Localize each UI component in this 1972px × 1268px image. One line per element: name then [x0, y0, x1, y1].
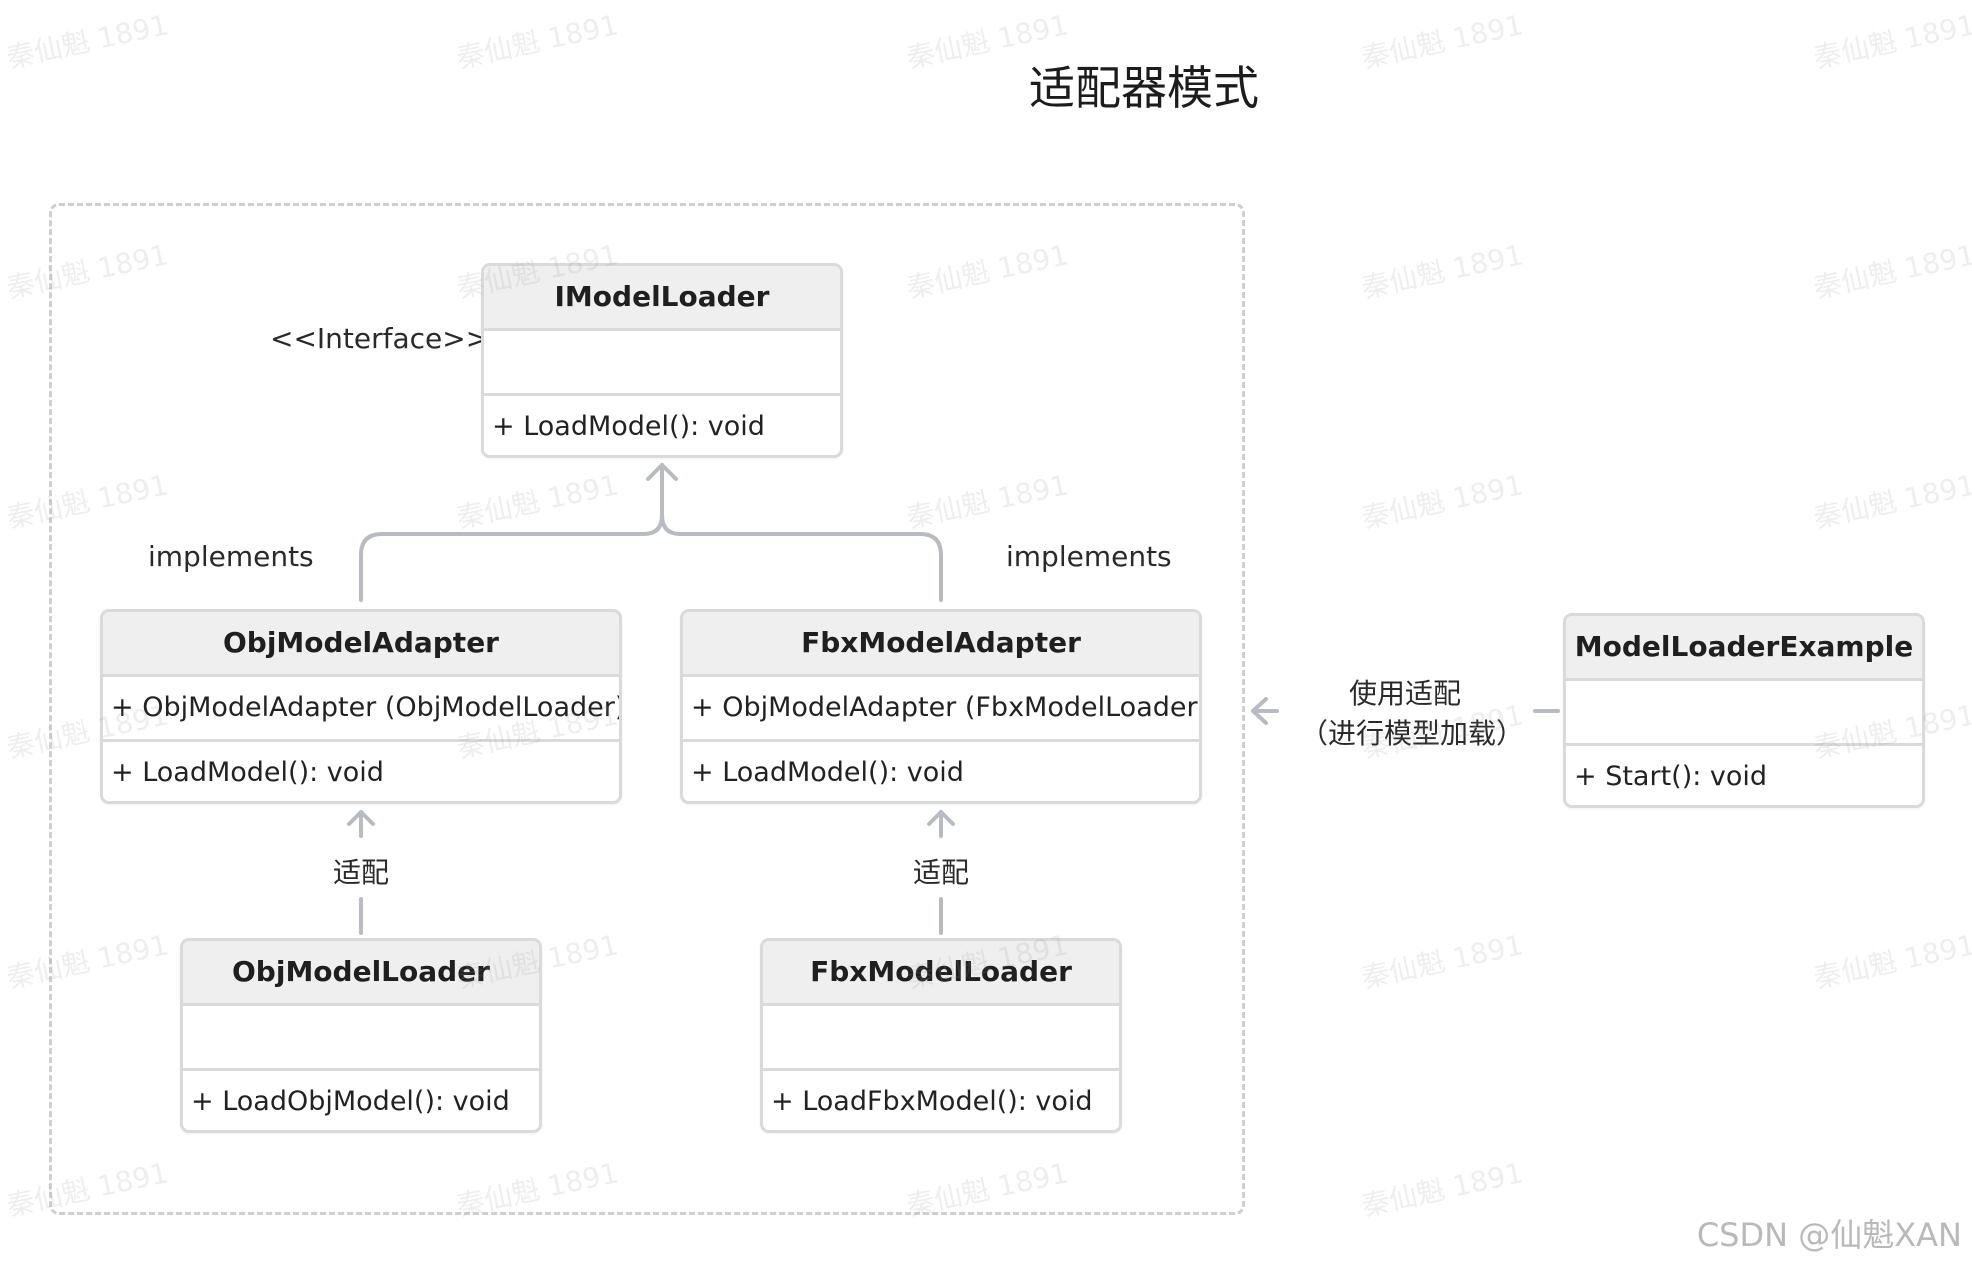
class-operations: + LoadFbxModel(): void [771, 1086, 1093, 1117]
use-arrowhead [1251, 697, 1279, 725]
implements-line-left [359, 463, 664, 602]
class-attributes [1566, 681, 1922, 746]
use-label-line1: 使用适配 [1348, 677, 1461, 710]
adapt-label-right: 适配 [912, 856, 969, 889]
class-imodelloader[interactable]: IModelLoader + LoadModel(): void [481, 263, 843, 458]
class-attributes: + ObjModelAdapter (ObjModelLoader) [103, 677, 619, 742]
interface-stereotype: <<Interface>> [270, 322, 490, 355]
class-attributes [484, 331, 840, 396]
csdn-credit: CSDN @仙魁XAN [1696, 1216, 1962, 1254]
class-name: IModelLoader [484, 266, 840, 331]
package-frame [49, 203, 1245, 1215]
class-fbxmodelloader[interactable]: FbxModelLoader + LoadFbxModel(): void [760, 938, 1122, 1133]
class-name: ObjModelAdapter [103, 612, 619, 677]
implements-arrowhead [646, 463, 678, 481]
class-operations: + LoadObjModel(): void [191, 1086, 510, 1117]
class-fbxmodeladapter[interactable]: FbxModelAdapter + ObjModelAdapter (FbxMo… [680, 609, 1202, 804]
class-name: ModelLoaderExample [1566, 616, 1922, 681]
use-label-line2: （进行模型加载） [1300, 717, 1525, 750]
adapt-label-left: 适配 [332, 856, 389, 889]
use-relation-label: 使用适配 （进行模型加载） [1300, 674, 1525, 754]
class-name: FbxModelAdapter [683, 612, 1199, 677]
class-objmodelloader[interactable]: ObjModelLoader + LoadObjModel(): void [180, 938, 542, 1133]
adapt-arrowhead-right [927, 810, 955, 826]
class-name: FbxModelLoader [763, 941, 1119, 1006]
adapt-arrowhead-left [347, 810, 375, 826]
class-operations: + LoadModel(): void [492, 411, 765, 442]
class-attributes [183, 1006, 539, 1071]
diagram-title: 适配器模式 [1029, 61, 1259, 115]
class-operations: + LoadModel(): void [111, 757, 384, 788]
class-attributes: + ObjModelAdapter (FbxModelLoader) [683, 677, 1199, 742]
class-operations: + LoadModel(): void [691, 757, 964, 788]
class-objmodeladapter[interactable]: ObjModelAdapter + ObjModelAdapter (ObjMo… [100, 609, 622, 804]
implements-label-right: implements [1006, 540, 1172, 573]
class-operations: + Start(): void [1574, 761, 1768, 792]
class-attributes [763, 1006, 1119, 1071]
class-name: ObjModelLoader [183, 941, 539, 1006]
implements-label-left: implements [148, 540, 314, 573]
implements-line-right [660, 513, 943, 602]
class-modelloaderexample[interactable]: ModelLoaderExample + Start(): void [1563, 613, 1925, 808]
